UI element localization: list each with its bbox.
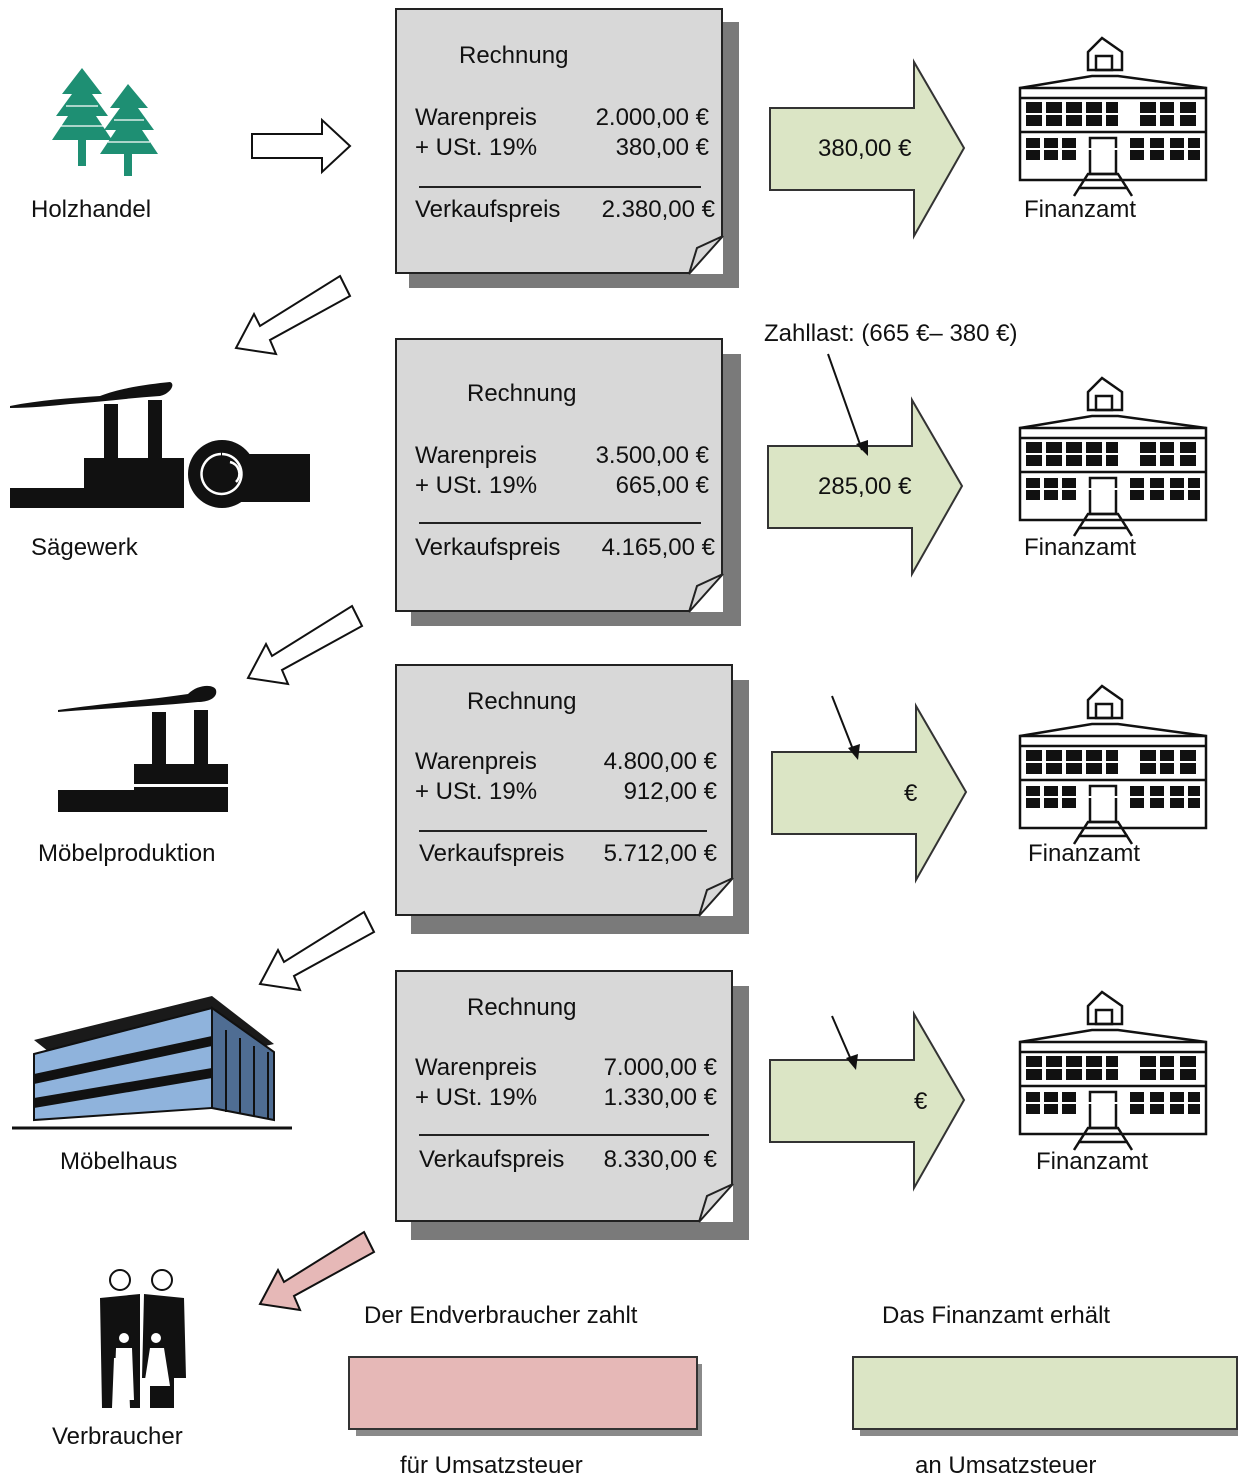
tax-office-label: Finanzamt: [1024, 534, 1137, 561]
tax-payment-amount: €: [904, 780, 918, 807]
invoice-4: Rechnung Warenpreis 7.000,00 € + USt. 19…: [395, 970, 749, 1240]
invoice-tax: 380,00 €: [615, 134, 709, 161]
pointer-arrow: [831, 1015, 858, 1070]
pointer-arrow: [831, 695, 860, 760]
tax-office-building-icon: [1018, 376, 1208, 537]
invoice-price-label: Warenpreis: [415, 442, 537, 469]
invoice-total-label: Verkaufspreis: [419, 840, 565, 867]
station-label-moebelproduktion: Möbelproduktion: [38, 840, 216, 867]
invoice-total: 2.380,00 €: [601, 196, 715, 223]
invoice-price-label: Warenpreis: [415, 104, 537, 131]
sum-divider: [419, 522, 701, 524]
tax-payment-amount: €: [914, 1088, 928, 1115]
invoice-tax-label: + USt. 19%: [415, 134, 538, 161]
page-curl-icon: [688, 573, 724, 613]
tax-office-label: Finanzamt: [1028, 840, 1141, 867]
invoice-tax-label: + USt. 19%: [415, 1084, 538, 1111]
sawmill-icon: [10, 382, 310, 508]
flow-arrow-down-left: [234, 274, 352, 356]
consumer-caption: für Umsatzsteuer: [400, 1452, 583, 1479]
invoice-price: 3.500,00 €: [595, 442, 709, 469]
page-curl-icon: [688, 235, 724, 275]
invoice-2: Rechnung Warenpreis 3.500,00 € + USt. 19…: [395, 338, 741, 628]
invoice-3: Rechnung Warenpreis 4.800,00 € + USt. 19…: [395, 664, 749, 936]
invoice-title: Rechnung: [459, 42, 569, 69]
office-tax-box: [852, 1356, 1238, 1430]
tax-office-label: Finanzamt: [1024, 196, 1137, 223]
consumer-arrow: [258, 1230, 376, 1312]
invoice-total: 8.330,00 €: [603, 1146, 717, 1173]
consumer-pays-label: Der Endverbraucher zahlt: [364, 1302, 638, 1329]
tax-payment-arrow: [769, 58, 966, 240]
consumer-tax-box: [348, 1356, 698, 1430]
invoice-title: Rechnung: [467, 380, 577, 407]
office-receives-label: Das Finanzamt erhält: [882, 1302, 1111, 1329]
invoice-tax-label: + USt. 19%: [415, 778, 538, 805]
page-curl-icon: [698, 877, 734, 917]
sum-divider: [419, 1134, 709, 1136]
flow-arrow-down-left: [246, 604, 364, 686]
invoice-total-label: Verkaufspreis: [419, 1146, 565, 1173]
invoice-total-label: Verkaufspreis: [415, 534, 561, 561]
tax-office-label: Finanzamt: [1036, 1148, 1149, 1175]
page-curl-icon: [698, 1183, 734, 1223]
tax-payment-arrow: [769, 1010, 966, 1192]
invoice-total-label: Verkaufspreis: [415, 196, 561, 223]
tax-payment-amount: 380,00 €: [818, 135, 912, 162]
factory-icon: [58, 685, 228, 812]
zahllast-note: Zahllast: (665 €– 380 €): [764, 320, 1018, 347]
sum-divider: [419, 830, 707, 832]
invoice-title: Rechnung: [467, 994, 577, 1021]
tree-icon: [52, 68, 158, 176]
invoice-tax: 912,00 €: [623, 778, 717, 805]
tax-payment-amount: 285,00 €: [818, 473, 912, 500]
tax-office-building-icon: [1018, 990, 1208, 1151]
tax-office-building-icon: [1018, 36, 1208, 197]
tax-office-building-icon: [1018, 684, 1208, 845]
invoice-price: 7.000,00 €: [603, 1054, 717, 1081]
office-caption: an Umsatzsteuer: [915, 1452, 1097, 1479]
invoice-total: 4.165,00 €: [601, 534, 715, 561]
station-label-moebelhaus: Möbelhaus: [60, 1148, 178, 1175]
invoice-total: 5.712,00 €: [603, 840, 717, 867]
invoice-tax: 1.330,00 €: [603, 1084, 717, 1111]
family-icon: [100, 1269, 186, 1408]
invoice-price-label: Warenpreis: [415, 1054, 537, 1081]
tax-payment-arrow: [767, 396, 964, 578]
station-label-verbraucher: Verbraucher: [52, 1423, 183, 1450]
flow-arrow-down-left: [258, 910, 376, 992]
furniture-store-icon: [12, 996, 292, 1130]
station-label-holzhandel: Holzhandel: [31, 196, 152, 223]
invoice-tax: 665,00 €: [615, 472, 709, 499]
pointer-arrow: [827, 353, 868, 456]
tax-payment-arrow: [771, 702, 968, 884]
invoice-price-label: Warenpreis: [415, 748, 537, 775]
invoice-price: 2.000,00 €: [595, 104, 709, 131]
invoice-price: 4.800,00 €: [603, 748, 717, 775]
sum-divider: [419, 186, 701, 188]
station-label-saegewerk: Sägewerk: [31, 534, 138, 561]
invoice-1: Rechnung Warenpreis 2.000,00 € + USt. 19…: [395, 8, 741, 290]
invoice-tax-label: + USt. 19%: [415, 472, 538, 499]
invoice-title: Rechnung: [467, 688, 577, 715]
flow-arrow-right: [251, 117, 352, 175]
